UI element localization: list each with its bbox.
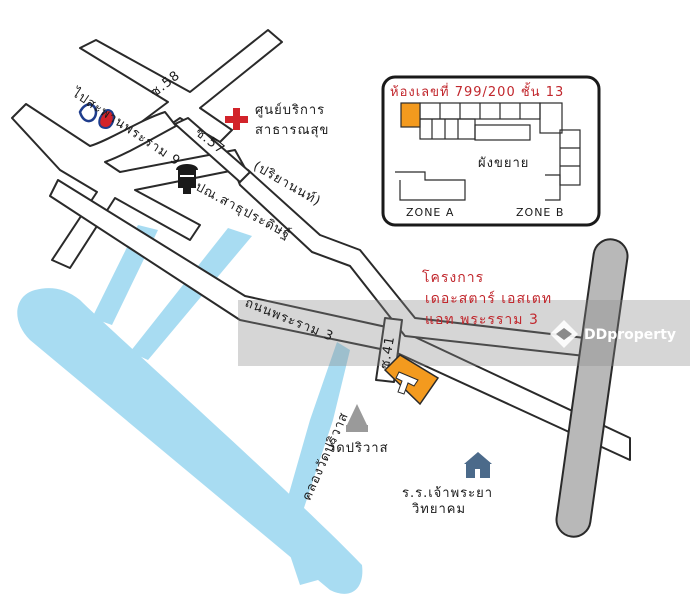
water-branch-2 <box>130 228 252 360</box>
road-rama3 <box>49 179 631 461</box>
canal <box>280 342 350 585</box>
inset-unit-highlight <box>400 102 421 128</box>
river <box>17 288 363 594</box>
inset-floor-plan: ห้องเลขที่ 799/200 ชั้น 13 ผังขยาย ZONE … <box>381 75 601 227</box>
label-soi41: ซ.41 <box>378 335 399 371</box>
mailbox-icon <box>176 164 198 194</box>
label-health-center-1: ศูนย์บริการ <box>255 102 325 118</box>
inset-zone-b: ZONE B <box>516 206 564 219</box>
watermark-band <box>238 300 690 366</box>
expressway <box>555 238 629 538</box>
ddproperty-logo-icon <box>550 320 578 348</box>
temple-icon <box>346 404 368 432</box>
road-soi57 <box>174 117 251 183</box>
label-project-3: แอท พระรราม 3 <box>425 312 539 328</box>
label-project-2: เดอะสตาร์ เอสเตท <box>425 290 552 307</box>
label-project-1: โครงการ <box>422 269 484 286</box>
hospital-cross-icon <box>225 108 248 130</box>
label-school-2: วิทยาคม <box>411 502 466 517</box>
school-icon <box>464 452 492 478</box>
label-temple: วัดปริวาส <box>328 441 389 456</box>
ptt-logo-icon <box>78 103 115 130</box>
label-health-center-2: สาธารณสุข <box>255 123 329 138</box>
inset-room-label: ห้องเลขที่ 799/200 ชั้น 13 <box>390 82 564 100</box>
inset-zone-a: ZONE A <box>406 206 454 219</box>
road-network <box>11 29 631 461</box>
label-school-1: ร.ร.เจ้าพระยา <box>402 486 493 501</box>
road-diagonal <box>11 103 246 269</box>
watermark-text: DDproperty <box>584 327 676 343</box>
project-building <box>383 354 440 406</box>
inset-plan-label: ผังขยาย <box>478 156 529 171</box>
